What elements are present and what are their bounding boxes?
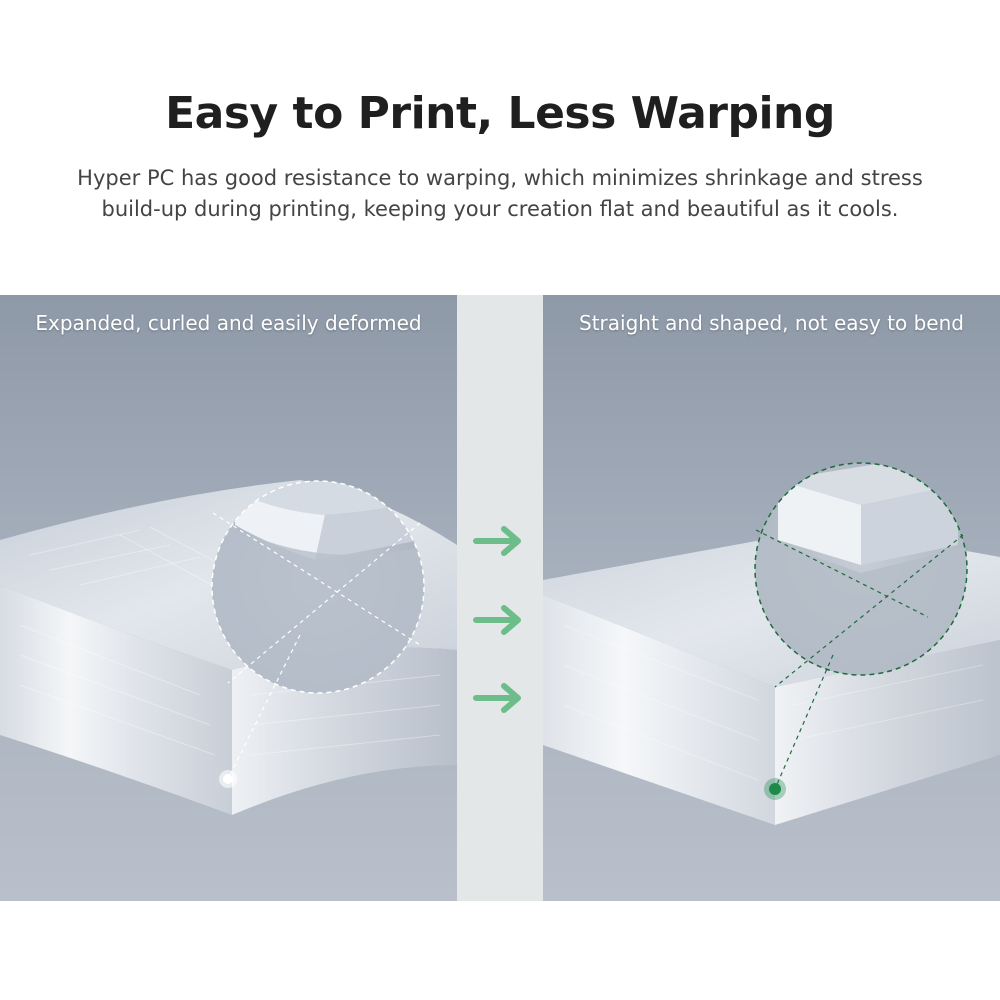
page-subtitle: Hyper PC has good resistance to warping,…: [40, 163, 960, 225]
arrow-right-icon: [473, 605, 521, 635]
arrow-right-icon: [473, 526, 521, 556]
subtitle-line-1: Hyper PC has good resistance to warping,…: [77, 166, 923, 190]
arrow-right-icon: [473, 683, 521, 713]
comparison-divider: [457, 295, 543, 901]
warped-block-illustration: [0, 295, 457, 901]
warped-panel-label: Expanded, curled and easily deformed: [35, 311, 422, 335]
warped-comparison-panel: Expanded, curled and easily deformed: [0, 295, 457, 901]
subtitle-line-2: build-up during printing, keeping your c…: [101, 197, 899, 221]
flat-block-illustration: [543, 295, 1000, 901]
flat-comparison-panel: Straight and shaped, not easy to bend: [543, 295, 1000, 901]
flat-panel-label: Straight and shaped, not easy to bend: [579, 311, 964, 335]
page-title: Easy to Print, Less Warping: [165, 88, 835, 139]
